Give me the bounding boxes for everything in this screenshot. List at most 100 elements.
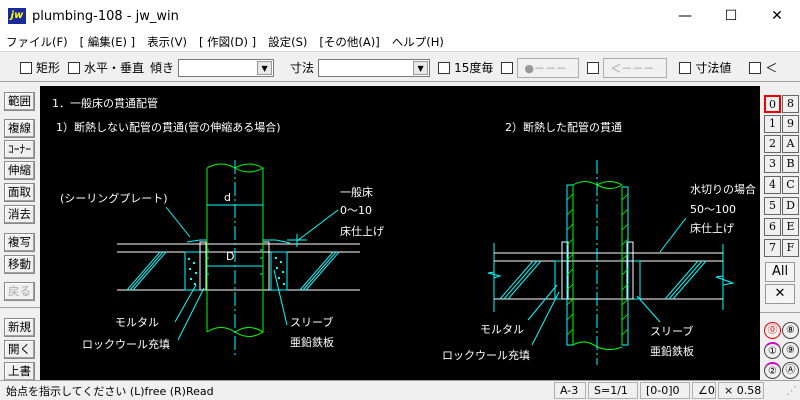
deg15-checkbox[interactable] xyxy=(438,61,451,74)
drawing-canvas[interactable]: 1．一般床の貫通配管 1）断熱しない配管の貫通(管の伸縮ある場合) 2）断熱した… xyxy=(40,86,760,380)
arrow-checkbox[interactable] xyxy=(587,61,600,74)
menu-edit[interactable]: [ 編集(E) ] xyxy=(79,34,136,49)
tool-corner[interactable]: ｺｰﾅｰ xyxy=(4,140,35,159)
label-rockwool-2: ロックウール充填 xyxy=(442,348,530,362)
label-finish-2: 床仕上げ xyxy=(690,221,734,235)
tool-erase[interactable]: 消去 xyxy=(4,205,35,224)
status-angle[interactable]: ∠0 xyxy=(692,382,716,399)
layer-A[interactable]: A xyxy=(782,135,799,153)
group-9[interactable]: ⑨ xyxy=(782,342,799,359)
hv-checkbox[interactable] xyxy=(68,61,81,74)
toolbar: 矩形 水平・垂直 傾き ▼ 寸法 ▼ 15度毎 ●－－－ ＜－－－ 寸法値 ＜ xyxy=(0,54,800,82)
diagram-2: 水切りの場合 50～100 床仕上げ モルタル ロックウール充填 スリーブ 亜鉛… xyxy=(442,160,756,365)
layer-E[interactable]: E xyxy=(782,218,799,236)
layer-9[interactable]: 9 xyxy=(782,115,799,133)
group-2[interactable]: ② xyxy=(764,362,781,379)
dim-d: d xyxy=(224,191,231,204)
layer-B[interactable]: B xyxy=(782,155,799,173)
tool-undo[interactable]: 戻る xyxy=(4,282,35,301)
menu-draw[interactable]: [ 作図(D) ] xyxy=(198,34,257,49)
x-icon: ✕ xyxy=(774,286,786,301)
window-title: plumbing-108 - jw_win xyxy=(32,8,179,24)
dim-combo[interactable]: ▼ xyxy=(318,58,431,77)
status-message: 始点を指示してください (L)free (R)Read xyxy=(6,384,214,398)
tool-chamfer[interactable]: 面取 xyxy=(4,183,35,202)
dim-label: 寸法 xyxy=(290,61,315,75)
group-1[interactable]: ① xyxy=(764,342,781,359)
menu-file[interactable]: ファイル(F) xyxy=(6,34,68,49)
layer-F[interactable]: F xyxy=(782,239,799,257)
tool-copy[interactable]: 複写 xyxy=(4,233,35,252)
menu-settings[interactable]: 設定(S) xyxy=(268,34,308,49)
status-bar: 始点を指示してください (L)free (R)Read A-3 S=1/1 [0… xyxy=(0,380,800,400)
tool-new[interactable]: 新規 xyxy=(4,318,35,337)
deg15-label: 15度毎 xyxy=(454,61,494,75)
layer-4[interactable]: 4 xyxy=(764,176,781,194)
maximize-icon: ☐ xyxy=(724,8,738,24)
divider xyxy=(0,307,40,308)
layer-6[interactable]: 6 xyxy=(764,218,781,236)
lt-checkbox[interactable] xyxy=(749,61,762,74)
dropdown-arrow-icon[interactable]: ▼ xyxy=(413,60,429,75)
rect-label: 矩形 xyxy=(36,61,61,75)
slope-label: 傾き xyxy=(150,61,175,75)
menu-view[interactable]: 表示(V) xyxy=(147,34,187,49)
status-layer[interactable]: [0-0]0 xyxy=(640,382,690,399)
menu-other[interactable]: [その他(A)] xyxy=(319,34,380,49)
label-zinc-1: 亜鉛鉄板 xyxy=(290,335,334,349)
tool-open[interactable]: 開く xyxy=(4,340,35,359)
circle-checkbox[interactable] xyxy=(501,61,514,74)
title-bar: jw plumbing-108 - jw_win — ☐ ✕ xyxy=(0,0,800,32)
layer-2[interactable]: 2 xyxy=(764,135,781,153)
tool-offset[interactable]: 複線 xyxy=(4,119,35,138)
tool-save[interactable]: 上書 xyxy=(4,362,35,381)
tool-stretch[interactable]: 伸縮 xyxy=(4,161,35,180)
drawing-sub1: 1）断熱しない配管の貫通(管の伸縮ある場合) xyxy=(56,120,281,134)
circle-line-button[interactable]: ●－－－ xyxy=(517,57,580,78)
menu-bar: ファイル(F) [ 編集(E) ] 表示(V) [ 作図(D) ] 設定(S) … xyxy=(0,32,800,52)
dimval-label: 寸法値 xyxy=(695,61,732,75)
minimize-button[interactable]: — xyxy=(662,0,708,32)
app-icon: jw xyxy=(8,8,26,24)
label-range-1: 0～10 xyxy=(340,204,372,217)
slope-combo[interactable]: ▼ xyxy=(178,58,275,77)
label-mortar-1: モルタル xyxy=(115,316,159,329)
label-sleeve-1: スリーブ xyxy=(290,315,333,329)
layer-all-button[interactable]: All xyxy=(765,262,795,282)
layer-clear-button[interactable]: ✕ xyxy=(765,284,795,304)
group-0[interactable]: ⓪ xyxy=(764,322,781,339)
label-floor: 一般床 xyxy=(340,185,373,199)
group-A[interactable]: Ⓐ xyxy=(782,362,799,379)
layer-3[interactable]: 3 xyxy=(764,155,781,173)
group-8[interactable]: ⑧ xyxy=(782,322,799,339)
rect-checkbox[interactable] xyxy=(20,61,32,74)
layer-0[interactable]: 0 xyxy=(764,95,781,113)
label-rockwool-1: ロックウール充填 xyxy=(82,337,170,351)
layer-1[interactable]: 1 xyxy=(764,115,781,133)
layer-8[interactable]: 8 xyxy=(782,95,799,113)
status-zoom[interactable]: × 0.58 xyxy=(718,382,764,399)
close-button[interactable]: ✕ xyxy=(754,0,800,32)
layer-5[interactable]: 5 xyxy=(764,197,781,215)
tool-move[interactable]: 移動 xyxy=(4,255,35,274)
left-toolbar: 範囲 複線 ｺｰﾅｰ 伸縮 面取 消去 複写 移動 戻る 新規 開く 上書 xyxy=(0,86,40,381)
status-paper[interactable]: A-3 xyxy=(554,382,586,399)
dimval-checkbox[interactable] xyxy=(679,61,692,74)
layer-D[interactable]: D xyxy=(782,197,799,215)
layer-C[interactable]: C xyxy=(782,176,799,194)
dim-D: D xyxy=(226,250,234,263)
layer-7[interactable]: 7 xyxy=(764,239,781,257)
arrow-line-button[interactable]: ＜－－－ xyxy=(603,57,668,78)
close-icon: ✕ xyxy=(771,8,783,24)
status-scale[interactable]: S=1/1 xyxy=(588,382,638,399)
dropdown-arrow-icon[interactable]: ▼ xyxy=(257,60,273,75)
label-range-2: 50～100 xyxy=(690,203,736,216)
label-sleeve-2: スリーブ xyxy=(650,324,693,338)
menu-help[interactable]: ヘルプ(H) xyxy=(391,34,444,49)
layer-panel: 0 8 1 9 2 A 3 B 4 C 5 D 6 E 7 F All ✕ ⓪ … xyxy=(760,86,800,380)
tool-range[interactable]: 範囲 xyxy=(4,92,35,111)
label-sealing-plate: (シーリングプレート) xyxy=(60,191,168,205)
maximize-button[interactable]: ☐ xyxy=(708,0,754,32)
resize-grip-icon[interactable]: ⋰ xyxy=(786,384,797,397)
drawing-heading: 1．一般床の貫通配管 xyxy=(52,96,158,110)
